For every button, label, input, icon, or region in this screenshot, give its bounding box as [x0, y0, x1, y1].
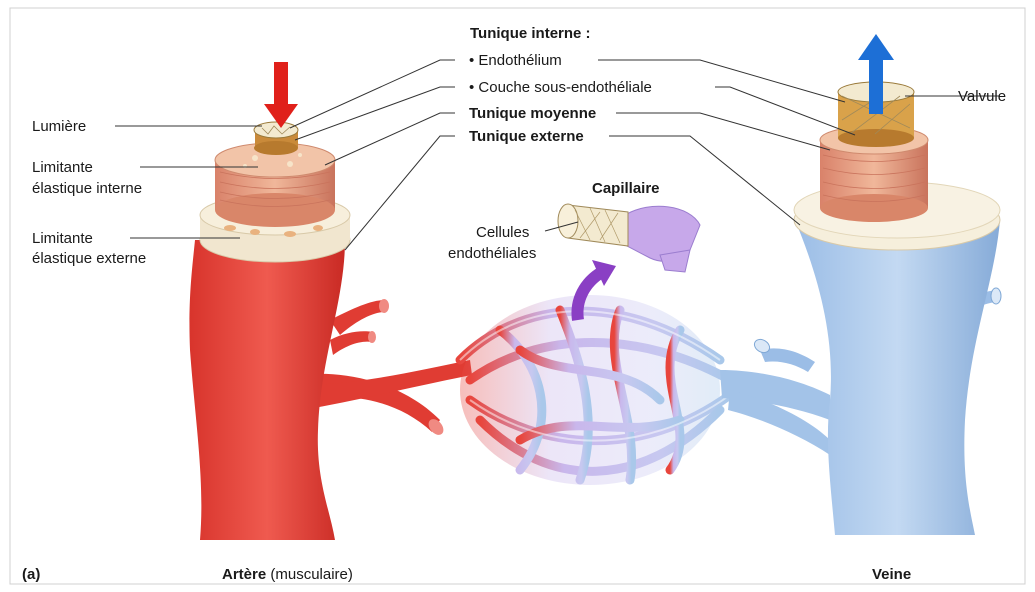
- panel-label: (a): [22, 566, 40, 583]
- arrow-down-icon: [264, 62, 298, 128]
- label-limitante-interne-1: Limitante: [32, 159, 93, 176]
- label-limitante-interne-2: élastique interne: [32, 180, 142, 197]
- label-tunique-externe: Tunique externe: [469, 128, 584, 145]
- label-lumiere: Lumière: [32, 118, 86, 135]
- label-tunique-interne: Tunique interne :: [470, 25, 591, 42]
- label-cellules-1: Cellules: [476, 224, 529, 241]
- capillary-closeup: [558, 204, 700, 272]
- label-artere: Artère (musculaire): [222, 566, 353, 583]
- label-artere-sub: (musculaire): [266, 566, 353, 583]
- capillary-bed: [460, 295, 730, 485]
- label-cellules-2: endothéliales: [448, 245, 536, 262]
- vein-trunk: [795, 220, 1000, 535]
- label-couche-sous-endotheliale: • Couche sous-endothéliale: [469, 79, 652, 96]
- label-valvule: Valvule: [958, 88, 1006, 105]
- label-veine: Veine: [872, 566, 911, 583]
- label-limitante-externe-1: Limitante: [32, 230, 93, 247]
- artery: [189, 122, 472, 540]
- label-tunique-moyenne: Tunique moyenne: [469, 105, 596, 122]
- label-artere-name: Artère: [222, 566, 266, 583]
- label-limitante-externe-2: élastique externe: [32, 250, 146, 267]
- vein: [720, 82, 1001, 535]
- label-endothelium: • Endothélium: [469, 52, 562, 69]
- label-capillaire: Capillaire: [592, 180, 660, 197]
